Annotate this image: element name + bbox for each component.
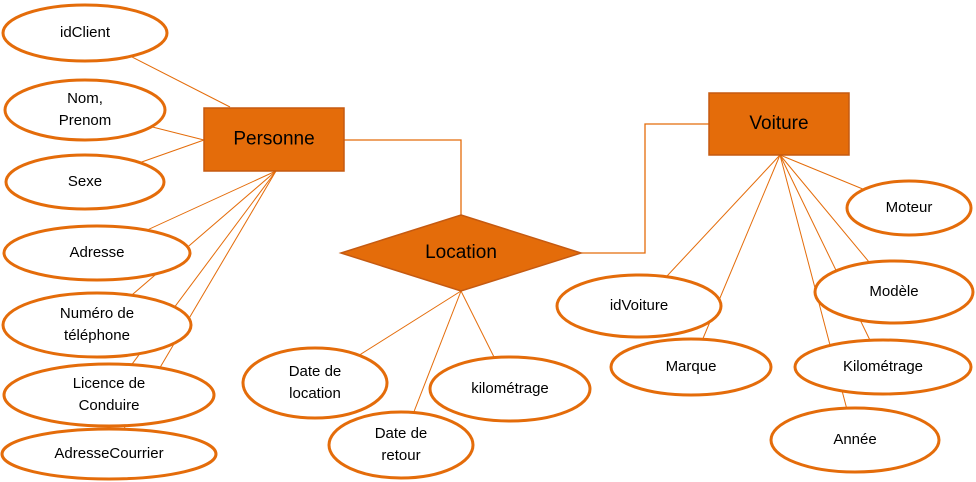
attribute-idvoiture: idVoiture	[555, 273, 723, 339]
relationship-location-diamond	[338, 214, 584, 292]
attribute-sexe-label: Sexe	[68, 173, 102, 190]
attribute-date-location-label: Date de location	[289, 363, 342, 402]
attribute-annee-label-line: Année	[833, 431, 876, 448]
attribute-kilometrage-voit: Kilométrage	[793, 338, 973, 396]
attribute-date-retour-label: Date de retour	[375, 425, 428, 464]
attribute-sexe-ellipse	[4, 153, 166, 211]
entity-voiture-label: Voiture	[749, 113, 808, 134]
attribute-adresse-ellipse	[2, 224, 192, 282]
attribute-moteur-label-line: Moteur	[886, 199, 933, 216]
attribute-nom-prenom: Nom, Prenom	[3, 78, 167, 142]
attribute-date-retour-label-line: retour	[381, 447, 420, 464]
attribute-sexe-label-line: Sexe	[68, 173, 102, 190]
attribute-kilometrage-voit-link	[779, 154, 884, 368]
attribute-idvoiture-label: idVoiture	[610, 297, 668, 314]
attribute-date-location-label-line: Date de	[289, 363, 342, 380]
attribute-adresse-courrier-ellipse	[0, 427, 218, 481]
attribute-kilometrage-loc: kilométrage	[428, 355, 592, 423]
entity-voiture-box	[708, 92, 850, 156]
attribute-licence-link	[108, 170, 277, 396]
attribute-adresse-label: Adresse	[69, 244, 124, 261]
relationship-location: Location	[338, 214, 584, 292]
attribute-nom-prenom-ellipse	[3, 78, 167, 142]
attribute-date-location-ellipse	[241, 346, 389, 420]
attribute-adresse-courrier-label-line: AdresseCourrier	[54, 445, 163, 462]
attribute-adresse-courrier-label: AdresseCourrier	[54, 445, 163, 462]
attribute-adresse-courrier: AdresseCourrier	[0, 427, 218, 481]
entity-voiture: Voiture	[708, 92, 850, 156]
attribute-annee: Année	[769, 406, 941, 474]
attribute-moteur: Moteur	[845, 179, 973, 237]
attribute-kilometrage-voit-label-line: Kilométrage	[843, 358, 923, 375]
attribute-nom-prenom-label-line: Nom,	[67, 90, 103, 107]
attribute-telephone-ellipse	[1, 291, 193, 359]
attribute-nom-prenom-label-line: Prenom	[59, 112, 112, 129]
entity-personne-label: Personne	[233, 129, 314, 150]
attribute-telephone-label-line: Numéro de	[60, 305, 134, 322]
attribute-kilometrage-loc-ellipse	[428, 355, 592, 423]
attribute-licence-label-line: Licence de	[73, 375, 146, 392]
attribute-idvoiture-ellipse	[555, 273, 723, 339]
attribute-telephone-label-line: téléphone	[64, 327, 130, 344]
attribute-adresse: Adresse	[2, 224, 192, 282]
attribute-date-retour-ellipse	[327, 410, 475, 480]
attribute-marque-label-line: Marque	[666, 358, 717, 375]
relationship-location-label: Location	[425, 242, 497, 263]
attribute-licence: Licence de Conduire	[2, 362, 216, 428]
attribute-licence-label: Licence de Conduire	[73, 375, 146, 414]
attribute-marque-link	[690, 154, 781, 368]
attribute-annee-label: Année	[833, 431, 876, 448]
attribute-modele-label: Modèle	[869, 283, 918, 300]
attribute-nom-prenom-label: Nom, Prenom	[59, 90, 112, 129]
attribute-idclient-ellipse	[1, 3, 169, 63]
entity-personne: Personne	[203, 107, 345, 172]
attribute-sexe: Sexe	[4, 153, 166, 211]
attribute-kilometrage-loc-label-line: kilométrage	[471, 380, 549, 397]
attribute-moteur-label: Moteur	[886, 199, 933, 216]
attribute-licence-label-line: Conduire	[79, 397, 140, 414]
attribute-licence-ellipse	[2, 362, 216, 428]
attribute-modele-label-line: Modèle	[869, 283, 918, 300]
attribute-date-location: Date de location	[241, 346, 389, 420]
attribute-adresse-label-line: Adresse	[69, 244, 124, 261]
connector-personne-location	[344, 139, 462, 215]
attribute-kilometrage-voit-label: Kilométrage	[843, 358, 923, 375]
attribute-annee-ellipse	[769, 406, 941, 474]
attribute-moteur-ellipse	[845, 179, 973, 237]
attribute-idclient-label: idClient	[60, 24, 111, 41]
entity-personne-box	[203, 107, 345, 172]
attribute-date-location-label-line: location	[289, 385, 341, 402]
attribute-marque-ellipse	[609, 337, 773, 397]
attribute-kilometrage-voit-ellipse	[793, 338, 973, 396]
attribute-date-retour: Date de retour	[327, 410, 475, 480]
attribute-telephone: Numéro de téléphone	[1, 291, 193, 359]
attribute-idclient: idClient	[1, 3, 169, 63]
attribute-marque-label: Marque	[666, 358, 717, 375]
attribute-modele: Modèle	[813, 259, 975, 325]
connector-location-voiture	[581, 123, 709, 254]
attribute-marque: Marque	[609, 337, 773, 397]
attribute-idclient-label-line: idClient	[60, 24, 111, 41]
attribute-telephone-label: Numéro de téléphone	[60, 305, 134, 344]
attribute-idvoiture-label-line: idVoiture	[610, 297, 668, 314]
attribute-date-retour-label-line: Date de	[375, 425, 428, 442]
attribute-kilometrage-loc-label: kilométrage	[471, 380, 549, 397]
attribute-modele-ellipse	[813, 259, 975, 325]
